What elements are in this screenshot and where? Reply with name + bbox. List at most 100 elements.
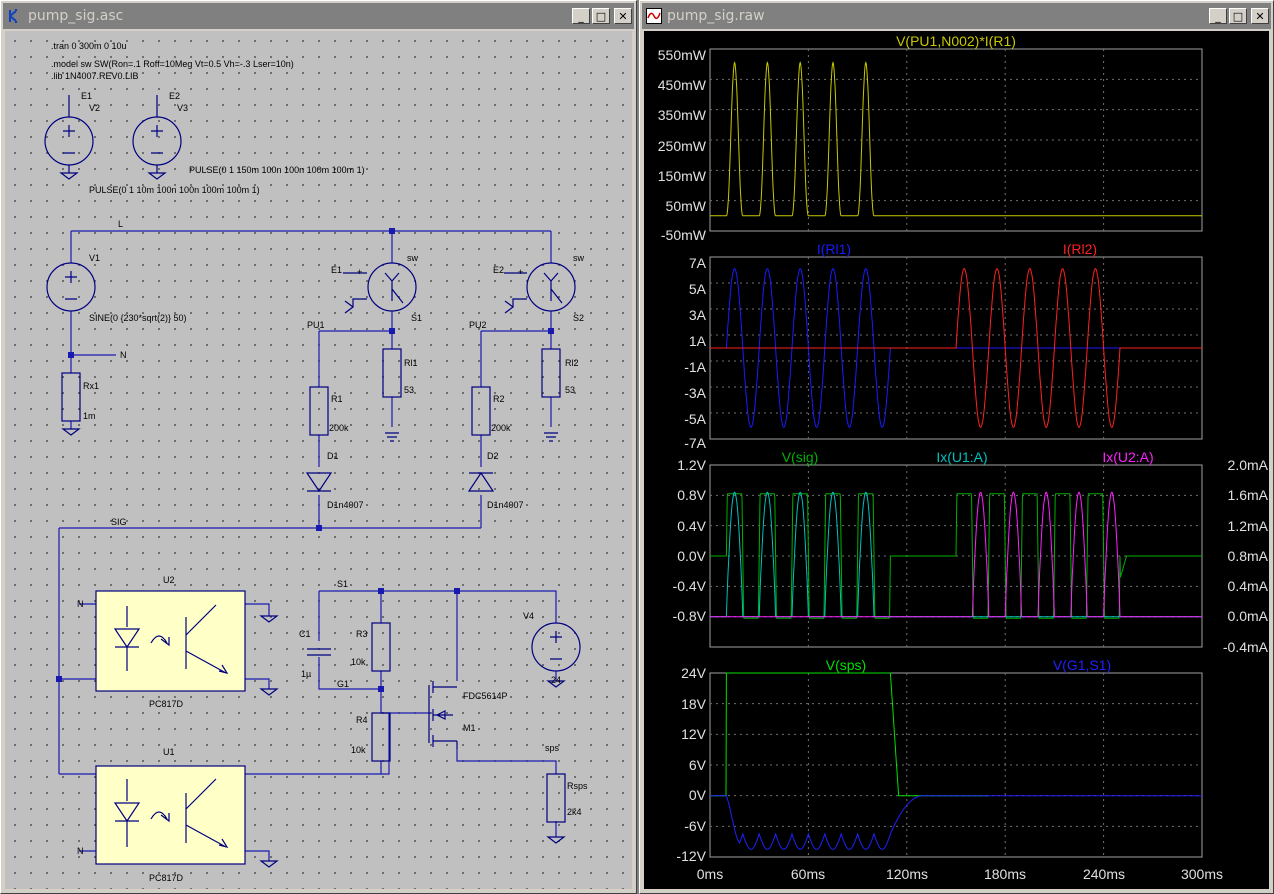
pane2-tick: -3A (684, 385, 706, 401)
s2-name: S2 (573, 313, 584, 323)
minimize-button[interactable]: _ (1209, 8, 1227, 24)
x-tick: 180ms (984, 866, 1026, 882)
pane1-tick: 50mW (666, 198, 707, 214)
net-pu1-label: PU1 (307, 320, 325, 330)
rl2-name: Rl2 (565, 358, 579, 368)
x-tick: 300ms (1181, 866, 1223, 882)
pane3-right-tick: 2.0mA (1228, 457, 1269, 473)
s2-control-net: E2 (493, 265, 504, 275)
pane4-tick: 18V (681, 696, 707, 712)
rl1-ground (385, 432, 399, 442)
rx1-value: 1m (83, 411, 96, 421)
d1-diode (305, 472, 333, 493)
pane1-trace-label[interactable]: V(PU1,N002)*I(R1) (896, 33, 1016, 49)
v2-source (44, 95, 94, 180)
schematic-titlebar[interactable]: pump_sig.asc _ □ ✕ (3, 3, 634, 29)
trace-v-g1s1 (710, 795, 1202, 850)
pane4-tick: 12V (681, 726, 707, 742)
schematic-drawing: .tran 0 300m 0 10u .model sw SW(Ron=.1 R… (44, 41, 588, 883)
maximize-button[interactable]: □ (1229, 8, 1247, 24)
r4-name: R4 (356, 715, 368, 725)
v2-value: PULSE(0 1 10m 100n 100n 100m 100m 1) (89, 185, 260, 195)
v3-net-label: E2 (169, 91, 180, 101)
wires (58, 230, 557, 861)
waveform-plot-area[interactable]: V(PU1,N002)*I(R1) 550mW 450mW 350mW 250m… (644, 31, 1269, 889)
rsps-ground (546, 836, 566, 844)
rx1-resistor (61, 372, 81, 436)
v3-value: PULSE(0 1 150m 100n 100n 100m 100m 1) (189, 165, 365, 175)
close-button[interactable]: ✕ (1251, 8, 1269, 24)
r3-resistor (371, 622, 391, 672)
waveform-titlebar[interactable]: pump_sig.raw _ □ ✕ (642, 3, 1271, 29)
x-tick: 60ms (791, 866, 825, 882)
r2-value: 200k (491, 423, 511, 433)
u2-optocoupler (95, 590, 246, 692)
pane3-left-tick: 0.8V (677, 487, 706, 503)
schematic-window[interactable]: pump_sig.asc _ □ ✕ (0, 0, 637, 894)
directive-model: .model sw SW(Ron=.1 Roff=10Meg Vt=0.5 Vh… (51, 59, 294, 69)
rl2-value: 53 (565, 385, 575, 395)
pane1-tick: -50mW (661, 227, 707, 243)
pane2-tick: 5A (689, 281, 707, 297)
pane4-trace-label-sps[interactable]: V(sps) (826, 657, 866, 673)
trace-i-rl2 (710, 268, 1202, 428)
pane2-trace-label-rl1[interactable]: I(Rl1) (817, 241, 851, 257)
close-button[interactable]: ✕ (614, 8, 632, 24)
junctions (56, 228, 554, 692)
svg-text:+: + (518, 267, 523, 277)
waveform-window[interactable]: pump_sig.raw _ □ ✕ V(PU1,N002)*I(R1) 550… (639, 0, 1274, 894)
v1-value: SINE(0 {230*sqrt(2)} 50) (89, 313, 187, 323)
pane2-trace-label-rl2[interactable]: I(Rl2) (1063, 241, 1097, 257)
net-sig-label: SIG (111, 517, 127, 527)
v2-net-label: E1 (81, 91, 92, 101)
pane1-tick: 450mW (658, 77, 707, 93)
schematic-title: pump_sig.asc (28, 8, 124, 24)
c1-capacitor (307, 648, 331, 656)
d2-diode (467, 471, 495, 492)
s2-switch (504, 262, 576, 314)
pane3-trace-label-u1[interactable]: Ix(U1:A) (936, 449, 987, 465)
pane3-trace-label-u2[interactable]: Ix(U2:A) (1102, 449, 1153, 465)
u1-optocoupler (95, 765, 246, 865)
x-tick: 120ms (886, 866, 928, 882)
u1-name: U1 (163, 747, 175, 757)
rsps-value: 2k4 (567, 807, 582, 817)
pane2-tick: -5A (684, 411, 706, 427)
pane4-tick: 0V (689, 787, 707, 803)
r3-name: R3 (356, 629, 368, 639)
x-tick: 240ms (1083, 866, 1125, 882)
pane3-right-tick: 1.6mA (1228, 487, 1269, 503)
rx1-name: Rx1 (83, 381, 99, 391)
pane2-tick: 1A (689, 333, 707, 349)
net-n-label: N (120, 350, 127, 360)
pane4-tick: -12V (676, 848, 706, 864)
pane3-left-tick: -0.4V (673, 578, 707, 594)
m1-name: M1 (463, 723, 476, 733)
u2-value: PC817D (149, 699, 184, 709)
trace-v-sig (710, 493, 1202, 619)
waveform-title: pump_sig.raw (667, 8, 765, 24)
minimize-button[interactable]: _ (572, 8, 590, 24)
u1-net-n: N (77, 846, 84, 856)
r4-value: 10k (351, 745, 366, 755)
trace-power (710, 61, 1202, 217)
net-s1-label: S1 (337, 579, 348, 589)
c1-value: 1µ (301, 669, 311, 679)
v1-source (46, 262, 96, 312)
rl1-name: Rl1 (404, 358, 418, 368)
pane4-trace-label-g1s1[interactable]: V(G1,S1) (1053, 657, 1111, 673)
schematic-canvas[interactable]: .tran 0 300m 0 10u .model sw SW(Ron=.1 R… (5, 31, 632, 889)
maximize-button[interactable]: □ (592, 8, 610, 24)
m1-mosfet (428, 681, 458, 749)
directive-tran: .tran 0 300m 0 10u (51, 41, 127, 51)
x-tick: 0ms (697, 866, 723, 882)
pane2-tick: -1A (684, 359, 706, 375)
pane1-tick: 250mW (658, 138, 707, 154)
s2-model: sw (573, 253, 585, 263)
rsps-name: Rsps (567, 781, 588, 791)
pane3-trace-label-vsig[interactable]: V(sig) (782, 449, 819, 465)
pane3-left-tick: 0.4V (677, 518, 706, 534)
net-g1-label: G1 (337, 679, 349, 689)
pane3-left-tick: -0.8V (673, 608, 707, 624)
m1-value: FDC5614P (463, 691, 508, 701)
